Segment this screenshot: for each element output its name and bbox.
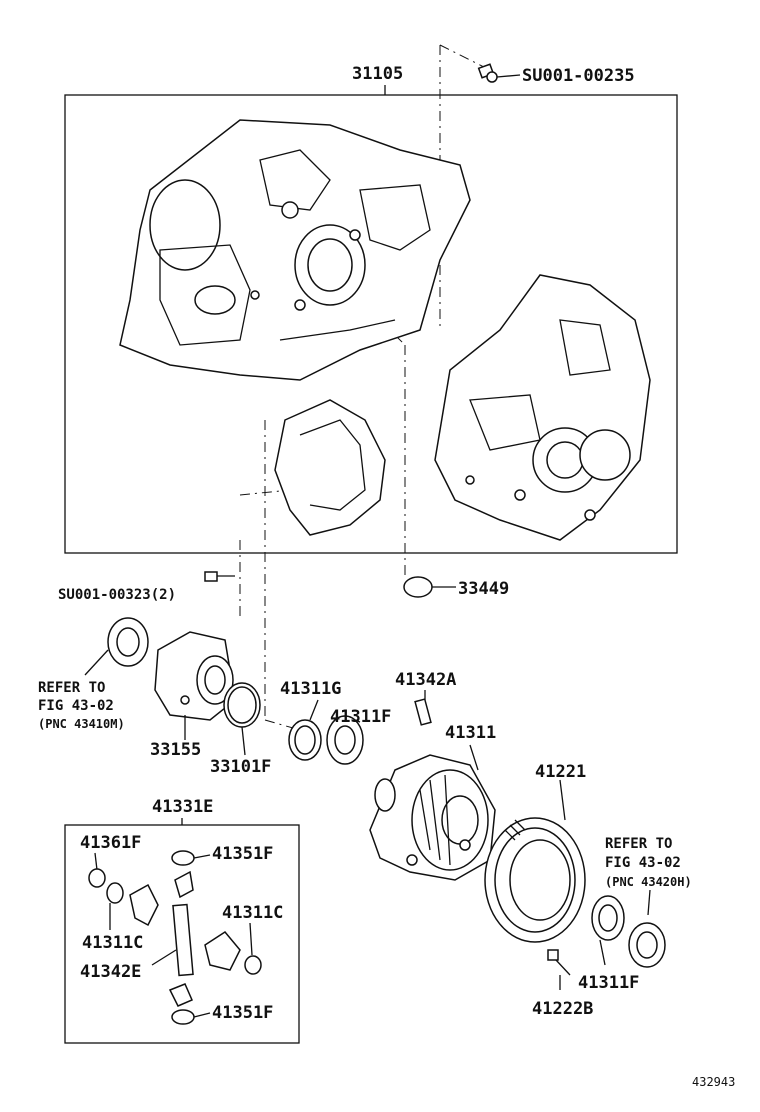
oil-seal-left <box>107 617 149 667</box>
housing-cover-illustration <box>274 399 386 536</box>
part-number-41222b: 41222B <box>532 999 593 1019</box>
part-number-su001-00235: SU001-00235 <box>522 66 635 86</box>
plug-33449 <box>403 576 433 598</box>
refer-note-left-line2: FIG 43-02 <box>38 698 114 714</box>
part-number-33449: 33449 <box>458 579 509 599</box>
bearing-41311f-left <box>326 715 364 765</box>
washer-41351f-lower <box>171 1009 195 1025</box>
part-number-41331e: 41331E <box>152 797 213 817</box>
part-number-33101f: 33101F <box>210 757 271 777</box>
refer-note-left-line1: REFER TO <box>38 680 105 696</box>
transaxle-case-illustration <box>119 119 471 381</box>
figure-number: 432943 <box>692 1075 735 1089</box>
refer-note-right-line2: FIG 43-02 <box>605 855 681 871</box>
assembly-centerlines <box>239 44 491 731</box>
part-number-33155: 33155 <box>150 740 201 760</box>
transmission-housing-illustration <box>434 274 651 541</box>
housing-group-frame <box>64 94 678 554</box>
part-number-41221: 41221 <box>535 762 586 782</box>
part-number-41311: 41311 <box>445 723 496 743</box>
part-number-su001-00323: SU001-00323(2) <box>58 587 176 603</box>
part-number-41311c-right: 41311C <box>222 903 283 923</box>
part-number-31105: 31105 <box>352 64 403 84</box>
bolt-su001-00235 <box>477 63 521 83</box>
pinion-gear-right <box>204 931 241 971</box>
part-number-41351f-lower: 41351F <box>212 1003 273 1023</box>
retainer-33155 <box>154 631 236 721</box>
pin-41342a <box>414 698 432 726</box>
part-number-41311c-lower-left: 41311C <box>82 933 143 953</box>
refer-note-right-line1: REFER TO <box>605 836 672 852</box>
washer-41351f-upper <box>171 850 195 866</box>
part-number-41342e: 41342E <box>80 962 141 982</box>
differential-case-41311 <box>369 754 496 881</box>
refer-note-left-line3: (PNC 43410M) <box>38 717 125 731</box>
part-number-41361f: 41361F <box>80 833 141 853</box>
part-number-41311f-lower: 41311F <box>578 973 639 993</box>
part-number-41311f-upper: 41311F <box>330 707 391 727</box>
oil-seal-right <box>628 922 666 968</box>
washer-41361f <box>88 868 106 888</box>
side-gear-lower <box>168 983 193 1007</box>
ring-gear-41221 <box>484 817 586 943</box>
pinion-shaft-41342e <box>172 903 194 977</box>
bearing-41311f-right <box>591 895 625 941</box>
pin-su001-00323 <box>204 571 218 582</box>
part-number-41351f-upper: 41351F <box>212 844 273 864</box>
washer-41311c-right <box>244 955 262 975</box>
pinion-gear-left <box>129 883 159 927</box>
part-number-41311g: 41311G <box>280 679 341 699</box>
washer-41311c-left <box>106 882 124 904</box>
bolt-41222b <box>547 949 571 976</box>
part-number-41342a: 41342A <box>395 670 456 690</box>
side-gear-upper <box>174 870 194 899</box>
refer-note-right-line3: (PNC 43420H) <box>605 875 692 889</box>
